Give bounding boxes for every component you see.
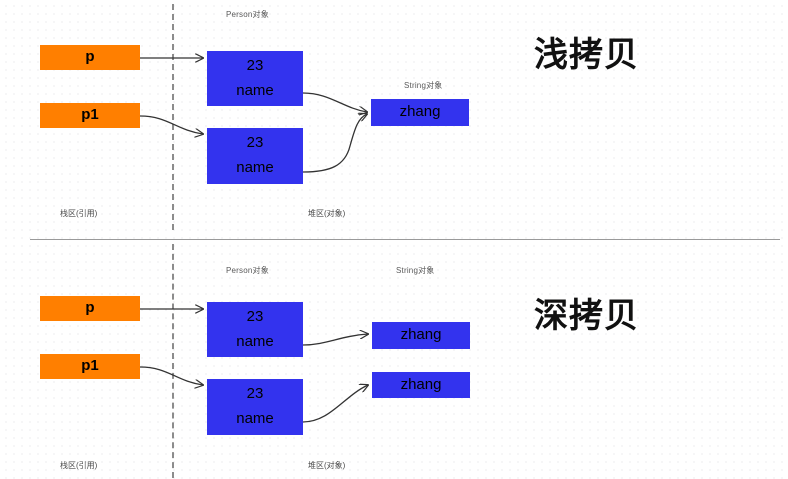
section-divider bbox=[30, 239, 780, 240]
person-object-caption-top: Person对象 bbox=[226, 10, 269, 19]
stack-ref-p-top[interactable]: p bbox=[40, 45, 140, 70]
person-age-value: 23 bbox=[246, 385, 264, 403]
string-value: zhang bbox=[399, 103, 441, 121]
shallow-copy-title: 浅拷贝 bbox=[534, 35, 639, 75]
heap-zone-label-bottom: 堆区(对象) bbox=[308, 461, 346, 470]
string-object-caption-bottom: String对象 bbox=[396, 266, 435, 275]
person-name-field: name bbox=[236, 332, 274, 350]
heap-zone-label-top: 堆区(对象) bbox=[308, 209, 346, 218]
arrow-person2-to-string-top bbox=[302, 114, 367, 173]
string-object-2-bottom[interactable]: zhang bbox=[372, 372, 470, 398]
stack-heap-divider-bottom bbox=[172, 244, 174, 478]
person-name-field: name bbox=[236, 159, 274, 176]
person-name-field: name bbox=[236, 81, 274, 99]
string-object-caption-top: String对象 bbox=[404, 81, 443, 90]
person-object-1-top[interactable]: 23 name bbox=[207, 51, 303, 106]
string-value: zhang bbox=[400, 326, 442, 344]
arrow-person1-to-string-top bbox=[302, 92, 367, 112]
stack-zone-label-bottom: 栈区(引用) bbox=[60, 461, 98, 470]
person-age-value: 23 bbox=[246, 307, 264, 325]
person-object-2-top[interactable]: 23 name bbox=[207, 128, 303, 184]
stack-ref-label: p1 bbox=[81, 106, 99, 124]
string-object-shared-top[interactable]: zhang bbox=[371, 99, 469, 126]
stack-heap-divider-top bbox=[172, 4, 174, 230]
person-name-field: name bbox=[236, 410, 274, 427]
stack-ref-p1-bottom[interactable]: p1 bbox=[40, 354, 140, 379]
person-age-value: 23 bbox=[246, 56, 264, 74]
deep-copy-title: 深拷贝 bbox=[534, 296, 639, 336]
stack-ref-p-bottom[interactable]: p bbox=[40, 296, 140, 321]
person-age-value: 23 bbox=[246, 134, 264, 152]
string-object-1-bottom[interactable]: zhang bbox=[372, 322, 470, 349]
stack-ref-label: p bbox=[85, 299, 95, 317]
stack-ref-label: p1 bbox=[81, 357, 99, 375]
string-value: zhang bbox=[400, 375, 442, 393]
stack-ref-label: p bbox=[85, 48, 95, 66]
stack-ref-p1-top[interactable]: p1 bbox=[40, 103, 140, 128]
arrow-person2-to-string2-bottom bbox=[302, 385, 368, 423]
person-object-1-bottom[interactable]: 23 name bbox=[207, 302, 303, 357]
person-object-caption-bottom: Person对象 bbox=[226, 266, 269, 275]
stack-zone-label-top: 栈区(引用) bbox=[60, 209, 98, 218]
person-object-2-bottom[interactable]: 23 name bbox=[207, 379, 303, 435]
arrow-person1-to-string1-bottom bbox=[302, 334, 368, 346]
